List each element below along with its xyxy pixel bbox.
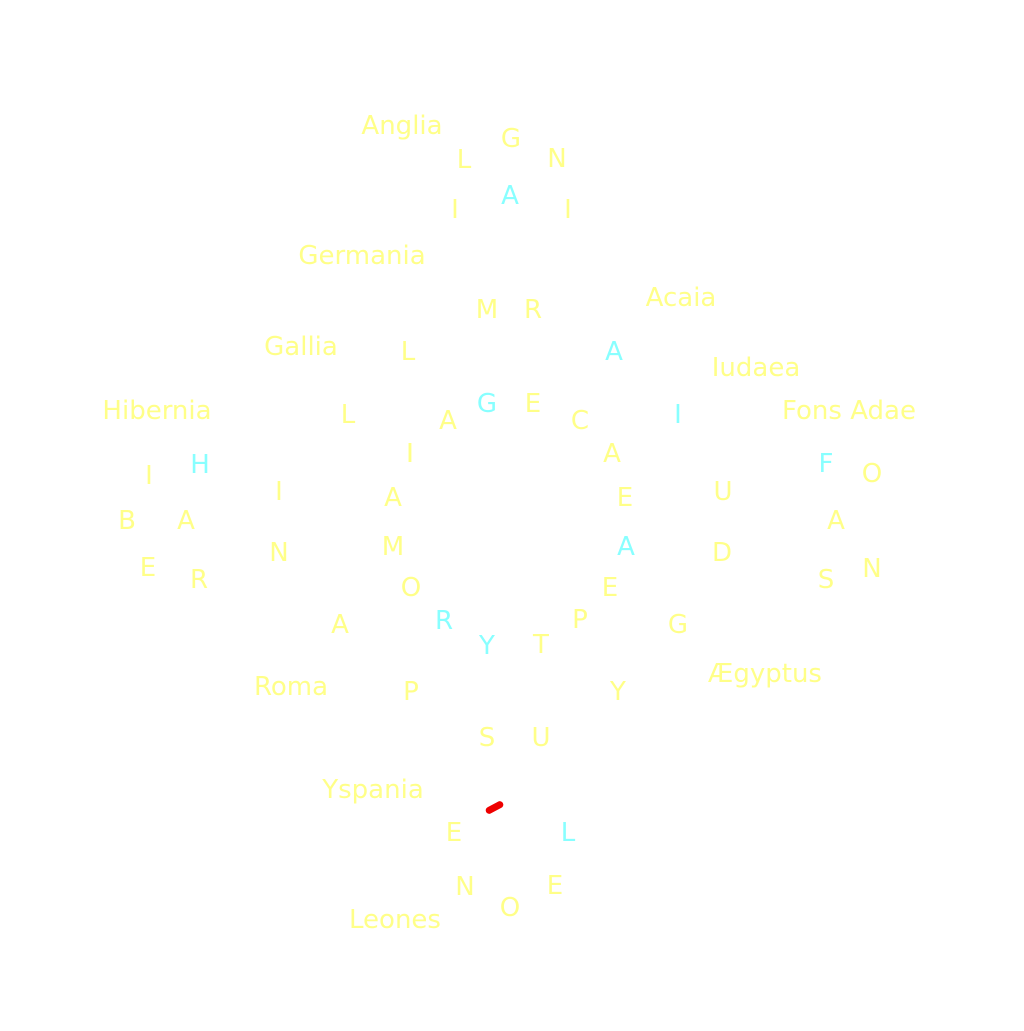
letter-tile-acaia[interactable]: A [603, 439, 621, 469]
region-label-hibernia: Hibernia [102, 396, 212, 426]
letter-tile-acaia[interactable]: A [617, 532, 635, 562]
region-label-aegyptus: Ægyptus [708, 659, 822, 689]
letter-tile-anglia[interactable]: G [500, 124, 522, 154]
letter-tile-gallia[interactable]: I [275, 477, 283, 507]
letter-tile-aegyptus[interactable]: P [572, 605, 588, 635]
letter-tile-germania[interactable]: E [524, 389, 542, 419]
letter-tile-gallia[interactable]: L [400, 337, 416, 367]
letter-tile-germania[interactable]: G [476, 389, 498, 419]
letter-tile-hibernia[interactable]: B [118, 506, 136, 536]
letter-tile-leones[interactable]: N [455, 872, 475, 902]
letter-tile-aegyptus[interactable]: G [667, 610, 689, 640]
letter-tile-anglia[interactable]: I [451, 195, 459, 225]
region-label-fons-adae: Fons Adae [782, 396, 916, 426]
region-label-yspania: Yspania [322, 775, 424, 805]
region-label-anglia: Anglia [361, 111, 443, 141]
letter-tile-acaia[interactable]: A [605, 337, 623, 367]
letter-tile-aegyptus[interactable]: T [533, 630, 549, 660]
letter-tile-roma[interactable]: M [381, 532, 405, 562]
letter-tile-iudaea[interactable]: D [711, 538, 733, 568]
letter-tile-roma[interactable]: O [400, 573, 422, 603]
letter-tile-aegyptus[interactable]: E [601, 573, 619, 603]
letter-tile-leones[interactable]: E [445, 818, 463, 848]
letter-tile-germania[interactable]: I [406, 439, 414, 469]
letter-tile-fons-adae[interactable]: S [817, 565, 835, 595]
letter-tile-yspania[interactable]: U [531, 723, 551, 753]
letter-tile-roma[interactable]: A [331, 610, 349, 640]
region-label-gallia: Gallia [264, 332, 338, 362]
letter-tile-yspania[interactable]: S [478, 723, 496, 753]
letter-tile-iudaea[interactable]: I [674, 400, 682, 430]
letter-tile-acaia[interactable]: E [616, 483, 634, 513]
letter-tile-germania[interactable]: N [269, 538, 289, 568]
letter-tile-anglia[interactable]: A [501, 181, 519, 211]
letter-tile-anglia[interactable]: N [547, 144, 567, 174]
letter-tile-roma[interactable]: R [434, 606, 454, 636]
letter-tile-iudaea[interactable]: U [713, 477, 733, 507]
letter-tile-fons-adae[interactable]: A [827, 506, 845, 536]
letter-tile-fons-adae[interactable]: F [818, 449, 834, 479]
letter-tile-hibernia[interactable]: E [139, 553, 157, 583]
letter-tile-fons-adae[interactable]: O [861, 459, 883, 489]
letter-tile-hibernia[interactable]: I [145, 461, 153, 491]
region-label-germania: Germania [298, 241, 426, 271]
letter-tile-hibernia[interactable]: R [189, 565, 209, 595]
letter-tile-germania[interactable]: M [475, 295, 499, 325]
region-label-iudaea: Iudaea [711, 353, 801, 383]
region-label-acaia: Acaia [645, 283, 717, 313]
letter-tile-yspania[interactable]: Y [479, 631, 495, 661]
letter-tile-leones[interactable]: L [560, 818, 576, 848]
letter-tile-roma[interactable]: I [406, 439, 414, 469]
letter-tile-leones[interactable]: O [499, 893, 521, 923]
letter-tile-anglia[interactable]: L [456, 145, 472, 175]
letter-tile-yspania[interactable]: P [403, 677, 419, 707]
letter-tile-acaia[interactable]: C [570, 406, 590, 436]
letter-tile-germania[interactable]: A [384, 483, 402, 513]
letter-tile-anglia[interactable]: I [564, 195, 572, 225]
region-label-leones: Leones [349, 905, 441, 935]
cursor-marker [484, 799, 505, 816]
letter-tile-aegyptus[interactable]: Y [610, 677, 626, 707]
letter-tile-hibernia[interactable]: H [190, 450, 210, 480]
letter-tile-gallia[interactable]: L [340, 400, 356, 430]
letter-tile-hibernia[interactable]: A [177, 506, 195, 536]
region-label-roma: Roma [253, 672, 329, 702]
letter-tile-germania[interactable]: R [523, 295, 543, 325]
letter-tile-germania[interactable]: A [439, 406, 457, 436]
letter-tile-leones[interactable]: E [546, 871, 564, 901]
letter-tile-fons-adae[interactable]: N [862, 554, 882, 584]
